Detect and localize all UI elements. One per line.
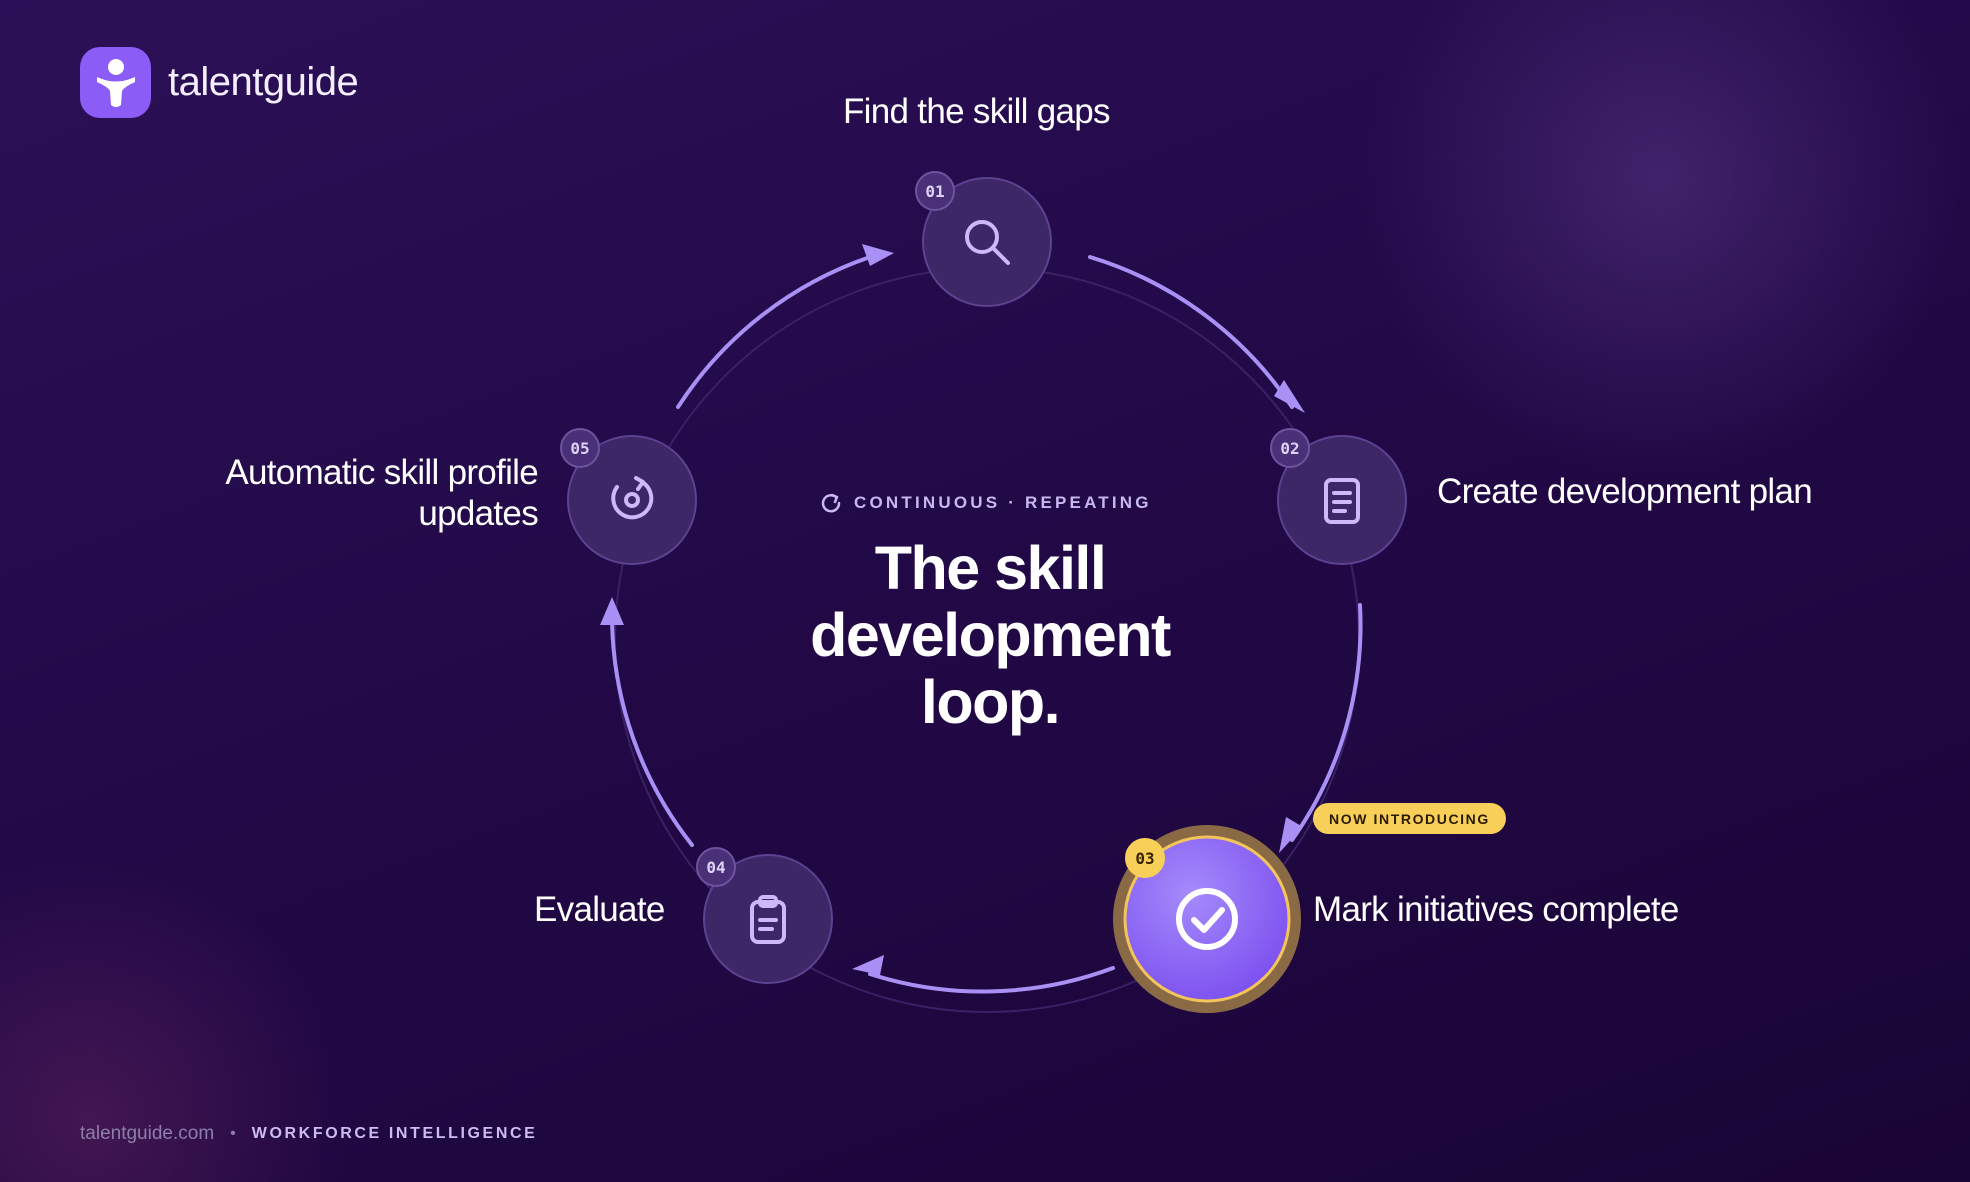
step-label-02: Create development plan (1437, 472, 1813, 511)
person-icon (80, 47, 151, 118)
step-number-05: 05 (560, 428, 600, 468)
refresh-target-icon (611, 476, 654, 520)
footer-url[interactable]: talentguide.com (80, 1123, 215, 1144)
step-label-01: Find the skill gaps (843, 92, 1111, 131)
step-node-04[interactable] (703, 854, 833, 984)
step-number-03: 03 (1125, 838, 1165, 878)
clipboard-icon (750, 895, 786, 944)
step-label-04: Evaluate (534, 890, 665, 929)
arrowhead-02 (1274, 380, 1305, 413)
page-title: The skill development loop. (790, 535, 1190, 736)
footer-separator: • (230, 1125, 236, 1142)
refresh-icon (821, 493, 841, 513)
search-icon (965, 220, 1010, 265)
center-kicker: CONTINUOUS · REPEATING (820, 492, 1152, 514)
footer-tagline: WORKFORCE INTELLIGENCE (251, 1125, 538, 1142)
check-circle-icon (1176, 888, 1238, 950)
step-node-05[interactable] (567, 435, 697, 565)
step-label-05-line-2: updates (418, 494, 538, 533)
title-line-1: The skill (874, 534, 1107, 602)
title-line-3: loop. (920, 668, 1061, 736)
connector-03-04 (868, 966, 1115, 994)
step-label-03: Mark initiatives complete (1313, 890, 1679, 929)
arrowhead-03 (1279, 817, 1303, 853)
step-number-04: 04 (696, 847, 736, 887)
brand-name: talentguide (168, 60, 359, 104)
footer: talentguide.com • WORKFORCE INTELLIGENCE (80, 1123, 537, 1145)
document-icon (1324, 478, 1360, 524)
step-node-01[interactable] (922, 177, 1052, 307)
step-node-02[interactable] (1277, 435, 1407, 565)
arrowhead-05 (600, 597, 624, 625)
connector-01-02 (1088, 255, 1294, 409)
arrowhead-01 (862, 244, 894, 266)
connector-05-01 (676, 255, 872, 409)
brand-logo[interactable]: talentguide (80, 47, 359, 118)
step-label-05: Automatic skill profile updates (160, 452, 538, 534)
title-line-2: development (810, 601, 1171, 669)
step-node-03[interactable] (1113, 825, 1301, 1013)
step-number-01: 01 (915, 171, 955, 211)
step-number-02: 02 (1270, 428, 1310, 468)
kicker-text: CONTINUOUS · REPEATING (854, 493, 1152, 512)
step-label-05-line-1: Automatic skill profile (225, 453, 538, 492)
now-introducing-badge: NOW INTRODUCING (1313, 803, 1506, 834)
connector-02-03 (1290, 603, 1363, 842)
arrowhead-04 (852, 955, 884, 975)
connector-04-05 (610, 615, 694, 847)
